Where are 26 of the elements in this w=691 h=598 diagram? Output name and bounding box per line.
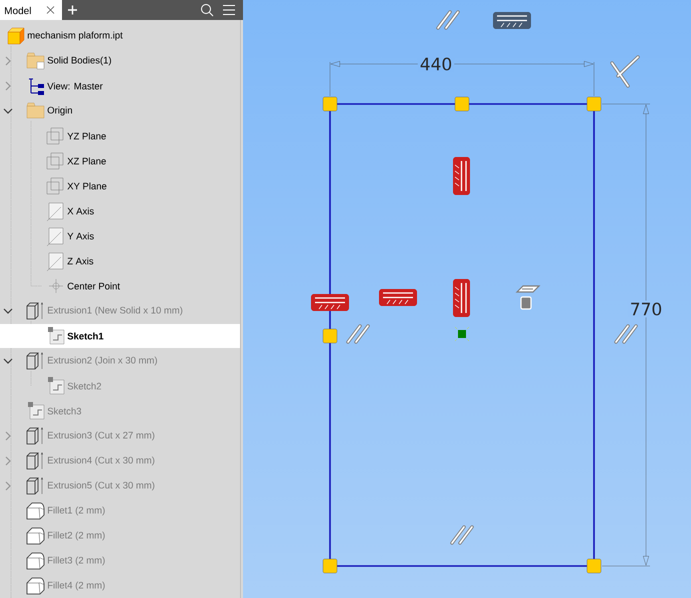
tree-item: YZ Plane bbox=[67, 132, 106, 140]
tree-item: XZ Plane bbox=[67, 158, 106, 164]
tree-item: X Axis bbox=[67, 208, 94, 214]
tree-item: Solid Bodies(1) bbox=[48, 56, 111, 66]
tree-item: mechanism plaform.ipt bbox=[28, 32, 123, 40]
selected-tree-item: Sketch1 bbox=[0, 324, 240, 348]
tree-item: Fillet4 (2 mm) bbox=[48, 582, 105, 590]
tree-item: Extrusion1 (New Solid x 10 mm) bbox=[48, 306, 182, 316]
tree-item: Extrusion3 (Cut x 27 mm) bbox=[48, 432, 154, 440]
dimension-value: 770 bbox=[628, 300, 664, 318]
tree-item: Center Point bbox=[68, 282, 120, 290]
tree-item: Sketch3 bbox=[48, 408, 82, 414]
tree-item: Fillet2 (2 mm) bbox=[48, 532, 105, 540]
tree-item: Z Axis bbox=[68, 258, 94, 264]
tree-item: Fillet1 (2 mm) bbox=[48, 506, 105, 516]
tree-item: Fillet3 (2 mm) bbox=[48, 556, 105, 566]
tree-item: Sketch2 bbox=[68, 382, 102, 390]
tree-item: Extrusion4 (Cut x 30 mm) bbox=[48, 456, 154, 466]
tree-item: Extrusion2 (Join x 30 mm) bbox=[48, 356, 157, 366]
tab: Model bbox=[0, 0, 62, 20]
dimension-value: 440 bbox=[418, 56, 454, 72]
tree-item: XY Plane bbox=[67, 182, 106, 190]
tree-item: Origin bbox=[48, 106, 72, 116]
tree-item: Extrusion5 (Cut x 30 mm) bbox=[48, 482, 154, 490]
tree-item: View: Master bbox=[47, 82, 103, 90]
tree-item: Y Axis bbox=[67, 232, 94, 240]
